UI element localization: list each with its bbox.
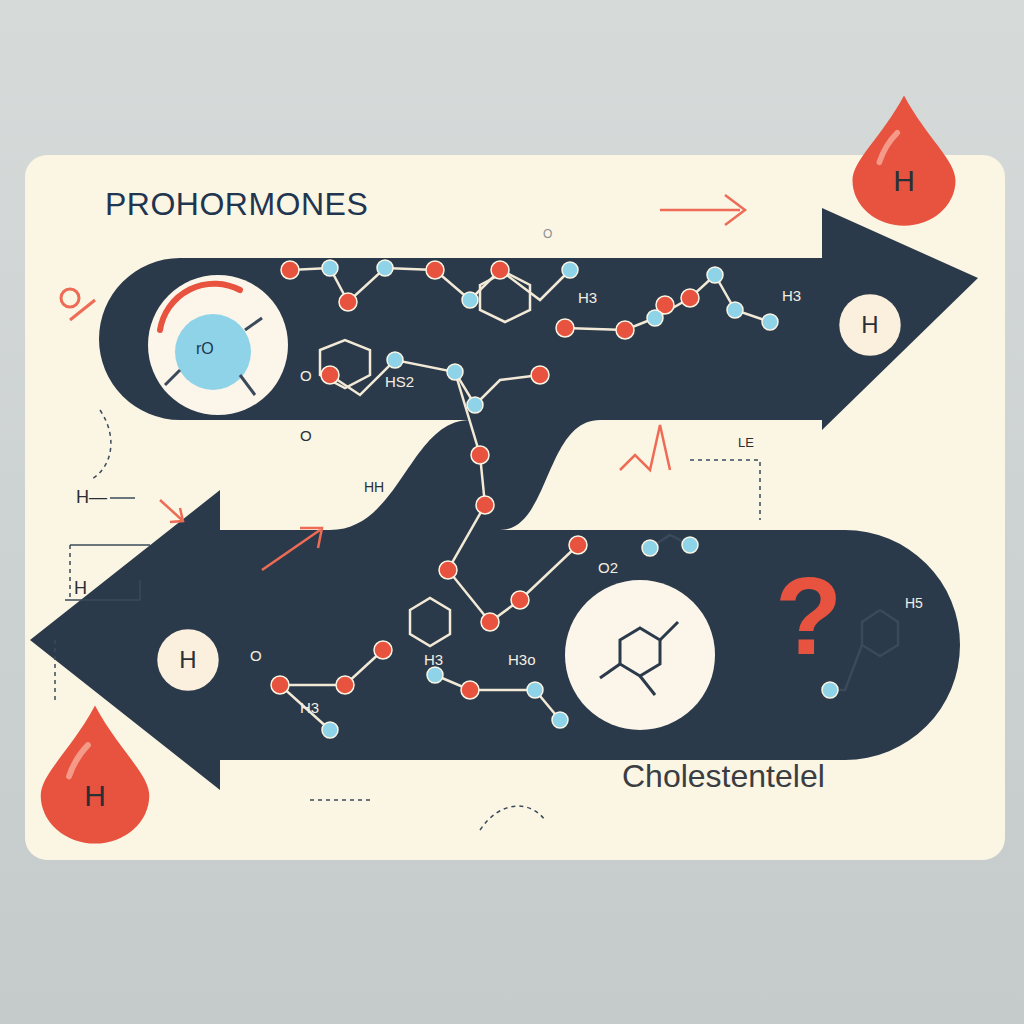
atom (377, 260, 393, 276)
node-label: H (84, 779, 106, 812)
node-shape (36, 702, 154, 846)
ring (620, 628, 660, 676)
atom (642, 540, 658, 556)
atom (322, 260, 338, 276)
atom-label: H3 (782, 288, 801, 305)
atom (471, 446, 489, 464)
circle-node: H (838, 293, 902, 357)
atom-label: HH (364, 480, 384, 495)
atom (682, 537, 698, 553)
atom (467, 397, 483, 413)
atom (322, 722, 338, 738)
atom-label: HS2 (385, 374, 414, 391)
atom (427, 667, 443, 683)
atom-label: O (250, 648, 262, 665)
atom-label: H3 (424, 652, 443, 669)
bonds (280, 268, 770, 730)
atom (562, 262, 578, 278)
node-label: H (179, 647, 196, 673)
atom-label: O (300, 368, 312, 385)
circle-shape (157, 629, 218, 690)
atom (439, 561, 457, 579)
sphere-bonds (165, 318, 262, 395)
highlight (879, 133, 897, 162)
atom-label: LE (738, 436, 754, 450)
dark-bonds (650, 535, 898, 690)
atom (491, 261, 509, 279)
caption: Cholestentelel (622, 758, 825, 795)
magnifier (61, 289, 79, 307)
atom (531, 366, 549, 384)
inset-circle (565, 580, 715, 730)
atom (339, 293, 357, 311)
card (25, 155, 1005, 860)
atom (462, 292, 478, 308)
atom (616, 321, 634, 339)
atom-label: H3 (300, 700, 319, 717)
s-arrow (30, 208, 978, 790)
atom-label: H (74, 579, 87, 599)
atom (461, 681, 479, 699)
leaders (65, 498, 150, 600)
atom (447, 364, 463, 380)
drop-shape (852, 95, 955, 225)
drop-node: H (848, 92, 960, 228)
drop-shape (41, 706, 150, 844)
circle-shape (839, 294, 900, 355)
highlight (69, 745, 88, 776)
atom (321, 366, 339, 384)
atom (336, 676, 354, 694)
atom (281, 261, 299, 279)
atom (727, 302, 743, 318)
atom-label: O (543, 228, 552, 241)
atom-label: H3 (578, 290, 597, 307)
inset-circle (148, 275, 288, 415)
drop-node: H (36, 702, 154, 846)
atom (426, 261, 444, 279)
atom-label: rO (196, 340, 214, 358)
atom (556, 319, 574, 337)
atom (481, 613, 499, 631)
atom-label: O (300, 428, 312, 445)
atom-label: O2 (598, 560, 618, 577)
atom (552, 712, 568, 728)
atom (374, 641, 392, 659)
circle-node: H (156, 628, 220, 692)
ring-bonds (600, 622, 678, 695)
atom-label: H5 (905, 596, 923, 611)
title: PROHORMONES (105, 186, 368, 223)
atom (271, 676, 289, 694)
atom (681, 289, 699, 307)
atom (569, 536, 587, 554)
atom (707, 267, 723, 283)
atoms (271, 260, 838, 738)
question-mark: ? (775, 555, 842, 676)
atom (527, 682, 543, 698)
decor-arrows (70, 195, 745, 570)
node-label: H (893, 164, 915, 197)
node-label: H (861, 312, 878, 338)
atom (511, 591, 529, 609)
atom (476, 496, 494, 514)
atom (647, 310, 663, 326)
atom (822, 682, 838, 698)
atom-label: H— (76, 488, 107, 508)
atom-label: H3o (508, 652, 536, 669)
node-shape (848, 92, 960, 228)
atom (762, 314, 778, 330)
sphere (175, 314, 251, 390)
atom (387, 352, 403, 368)
